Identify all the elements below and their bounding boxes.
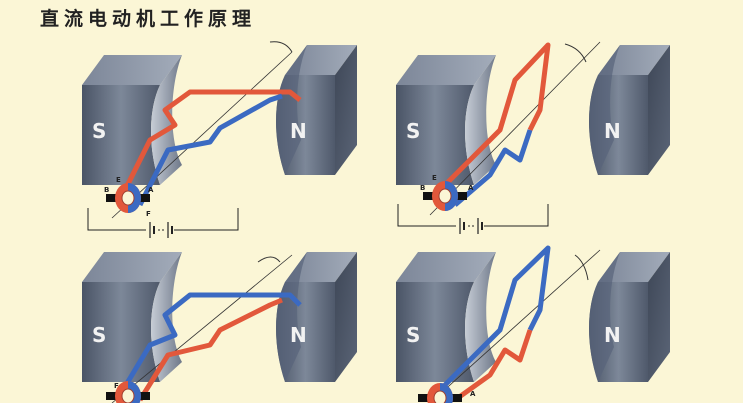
- panel-top-left: S N B A E F: [82, 41, 357, 239]
- brush-b-label: B: [420, 184, 425, 192]
- coil-red: [117, 89, 302, 202]
- pole-n-label: N: [290, 323, 307, 347]
- pole-n-label: N: [604, 119, 621, 143]
- segment-e-label: E: [432, 174, 437, 182]
- battery-circuit: [87, 207, 239, 239]
- pole-s-label: S: [406, 119, 420, 143]
- coil-red: [453, 329, 533, 403]
- brush-a-label: A: [468, 184, 474, 192]
- north-magnet: [276, 252, 357, 382]
- commutator: [422, 180, 468, 212]
- north-magnet: [589, 45, 670, 175]
- brush-b-label: B: [104, 186, 109, 194]
- segment-e-label: E: [116, 176, 121, 184]
- brush-a-label: A: [470, 390, 476, 398]
- commutator: [105, 380, 151, 403]
- pole-s-label: S: [92, 119, 106, 143]
- coil-red: [438, 42, 551, 192]
- south-magnet: [396, 252, 496, 382]
- brush-a-label: A: [148, 186, 154, 194]
- coil-blue: [117, 292, 302, 397]
- coil-blue: [137, 93, 283, 207]
- pole-s-label: S: [406, 323, 420, 347]
- battery-circuit: [397, 203, 549, 235]
- coil-red: [137, 297, 283, 402]
- page-title: 直流电动机工作原理: [40, 8, 257, 30]
- coil-blue: [453, 129, 533, 207]
- panel-bottom-right: S N A: [396, 245, 670, 403]
- coil-blue: [438, 245, 551, 392]
- panel-bottom-left: S N F: [82, 252, 357, 403]
- commutator: [417, 382, 463, 403]
- commutator: [105, 182, 151, 214]
- panel-top-right: S N B A E: [396, 41, 670, 235]
- pole-n-label: N: [290, 119, 307, 143]
- north-magnet: [276, 45, 357, 175]
- pole-s-label: S: [92, 323, 106, 347]
- north-magnet: [589, 252, 670, 382]
- segment-f-label: F: [146, 210, 151, 218]
- segment-f-label: F: [114, 382, 119, 390]
- pole-n-label: N: [604, 323, 621, 347]
